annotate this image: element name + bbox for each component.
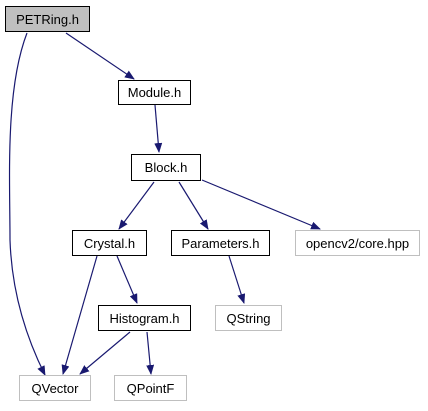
node-petring[interactable]: PETRing.h <box>5 6 90 32</box>
edge-petring-qvector <box>8 32 46 376</box>
edge-crystal-histogram <box>116 255 138 304</box>
edge-petring-module <box>65 32 135 80</box>
node-histogram[interactable]: Histogram.h <box>98 305 191 331</box>
node-crystal[interactable]: Crystal.h <box>72 230 147 256</box>
edge-crystal-qvector <box>61 255 98 375</box>
node-parameters[interactable]: Parameters.h <box>171 230 270 256</box>
node-block[interactable]: Block.h <box>131 154 201 181</box>
edge-block-opencv <box>201 179 321 230</box>
edge-block-crystal <box>118 181 155 230</box>
edge-parameters-qstring <box>228 255 246 304</box>
edge-histogram-qvector <box>79 331 131 375</box>
edge-block-parameters <box>178 181 209 230</box>
node-opencv[interactable]: opencv2/core.hpp <box>295 230 420 256</box>
edge-histogram-qpointf <box>146 331 155 375</box>
node-module[interactable]: Module.h <box>118 80 191 105</box>
node-qstring[interactable]: QString <box>215 305 282 331</box>
node-qvector[interactable]: QVector <box>19 375 91 401</box>
node-qpointf[interactable]: QPointF <box>114 375 187 401</box>
edge-module-block <box>154 104 163 153</box>
